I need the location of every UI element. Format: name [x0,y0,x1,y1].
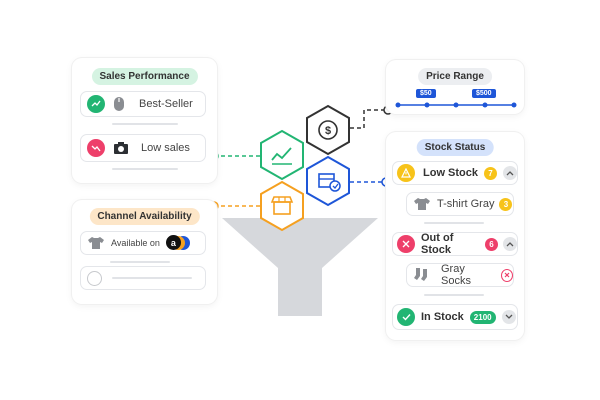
available-on-row[interactable]: Available on a [80,231,206,255]
mouse-icon [113,96,125,112]
low-stock-row[interactable]: Low Stock 7 [392,161,518,185]
camera-icon [113,141,129,155]
gray-socks-label: Gray Socks [441,263,471,287]
hex-stock-box [306,155,350,207]
in-stock-count: 2100 [469,310,496,324]
socks-icon [413,267,431,283]
hex-price: $ [306,104,350,156]
svg-text:$: $ [325,125,331,137]
out-of-stock-count: 6 [485,237,498,251]
close-circle-icon [397,235,415,253]
empty-channel-row[interactable] [80,266,206,290]
gray-socks-row[interactable]: Gray Socks [406,263,514,287]
low-stock-label: Low Stock [423,167,479,179]
low-sales-row[interactable]: Low sales [80,134,206,162]
amazon-icon: a [165,235,192,251]
best-seller-label: Best-Seller [139,98,193,110]
price-range-card: Price Range $50 $500 [386,60,524,114]
low-stock-count: 7 [484,166,497,180]
remove-icon[interactable] [500,268,513,282]
chevron-down-icon[interactable] [501,310,516,324]
empty-radio-icon [87,270,102,286]
stock-status-card: Stock Status Low Stock 7 T-shirt Gray 3 … [386,132,524,340]
tshirt-gray-label: T-shirt Gray [437,198,495,210]
in-stock-label: In Stock [421,311,464,323]
hex-store [260,180,304,232]
chevron-up-icon[interactable] [503,237,517,251]
chevron-up-icon[interactable] [503,166,517,180]
price-min-tag: $50 [416,89,436,98]
channel-availability-title: Channel Availability [89,208,200,225]
available-on-label: Available on [111,238,160,248]
tshirt-icon [87,236,105,250]
price-range-slider[interactable] [394,100,518,110]
check-circle-icon [397,308,415,326]
tshirt-gray-count: 3 [499,197,513,211]
trending-down-icon [87,139,105,157]
low-sales-label: Low sales [141,142,190,154]
price-max-tag: $500 [472,89,496,98]
tshirt-icon [413,197,431,211]
sales-performance-card: Sales Performance Best-Seller Low sales [72,58,217,183]
hex-sales-chart [260,129,304,181]
funnel-shape [222,218,378,316]
trending-up-icon [87,95,105,113]
stock-status-title: Stock Status [416,139,494,156]
in-stock-row[interactable]: In Stock 2100 [392,304,518,330]
warning-icon [397,164,415,182]
channel-availability-card: Channel Availability Available on a [72,200,217,304]
out-of-stock-row[interactable]: Out of Stock 6 [392,232,518,256]
best-seller-row[interactable]: Best-Seller [80,91,206,117]
sales-performance-title: Sales Performance [91,68,198,85]
out-of-stock-label: Out of Stock [421,232,454,256]
tshirt-gray-row[interactable]: T-shirt Gray 3 [406,192,514,216]
price-range-title: Price Range [418,68,492,85]
